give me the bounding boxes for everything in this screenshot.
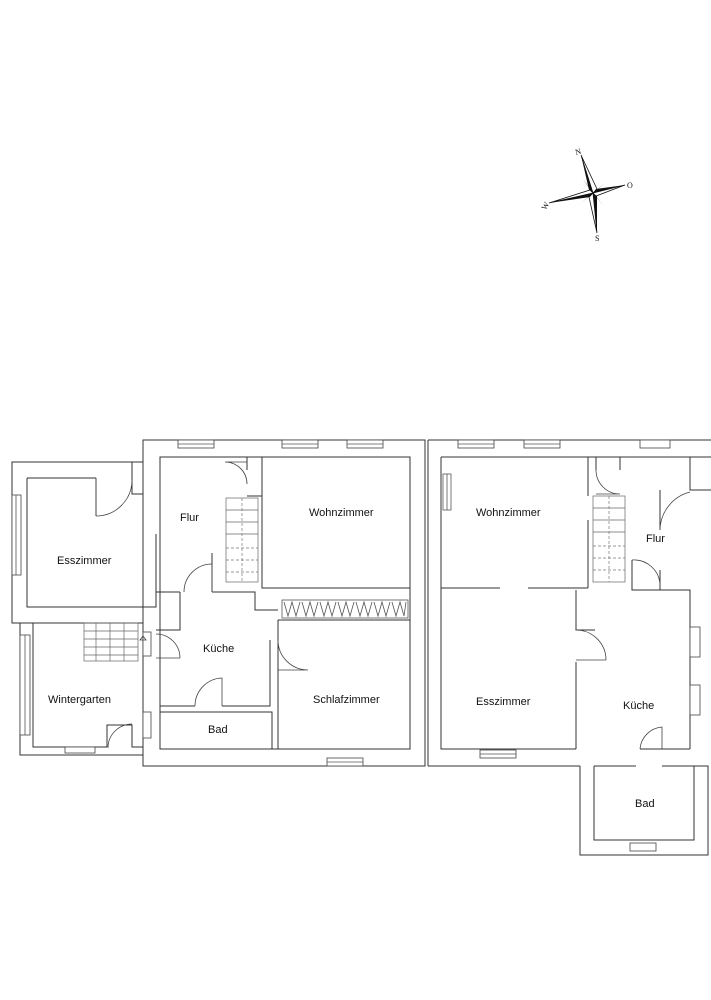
room-label-esszimmer-right: Esszimmer — [476, 696, 531, 708]
compass-east-label: O — [627, 181, 633, 190]
room-label-kueche-right: Küche — [623, 700, 654, 712]
right-house — [428, 439, 711, 856]
room-label-flur-right: Flur — [646, 533, 665, 545]
room-label-bad-right: Bad — [635, 798, 655, 810]
flur-stair — [225, 497, 259, 583]
compass-needle-icon — [548, 154, 626, 234]
room-label-kueche-left: Küche — [203, 643, 234, 655]
left-house — [11, 439, 426, 767]
compass-rose: N O S W — [540, 147, 633, 243]
right-flur-stair — [592, 495, 626, 583]
room-label-bad-left: Bad — [208, 724, 228, 736]
compass-north-label: N — [574, 147, 582, 157]
room-label-esszimmer-left: Esszimmer — [57, 555, 112, 567]
room-label-wohnzimmer-right: Wohnzimmer — [476, 507, 541, 519]
wardrobe — [281, 599, 409, 619]
room-label-flur-left: Flur — [180, 512, 199, 524]
room-label-wohnzimmer-left: Wohnzimmer — [309, 507, 374, 519]
compass-south-label: S — [595, 234, 599, 243]
room-label-schlafzimmer: Schlafzimmer — [313, 694, 380, 706]
compass-west-label: W — [540, 200, 552, 211]
wintergarten-stair — [83, 622, 139, 662]
room-label-wintergarten: Wintergarten — [48, 694, 111, 706]
